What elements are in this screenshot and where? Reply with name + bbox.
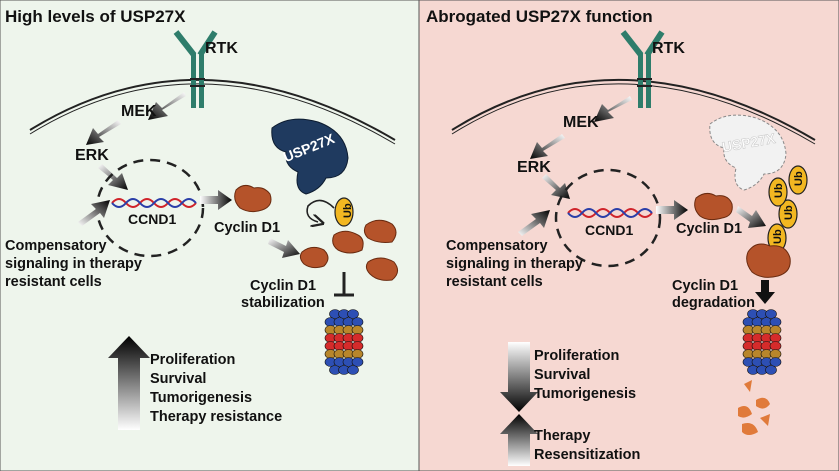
left-arrow-dna-cyclin bbox=[200, 190, 232, 210]
right-arrow-mek-erk bbox=[530, 134, 565, 159]
right-ub-3 bbox=[768, 177, 788, 207]
right-comp-line1: Compensatory bbox=[446, 238, 548, 254]
right-ub-label-4: Ub bbox=[793, 171, 805, 186]
right-comp-line2: signaling in therapy bbox=[446, 256, 583, 272]
right-ub-chain: Ub Ub Ub Ub bbox=[767, 165, 808, 253]
right-erk-label: ERK bbox=[517, 159, 551, 176]
right-arrow-erk-nucleus bbox=[542, 174, 570, 199]
right-arrow-dna-cyclin bbox=[656, 200, 688, 220]
right-deg-line1: Cyclin D1 bbox=[672, 278, 738, 294]
proteasome-subunit bbox=[765, 365, 777, 375]
right-ub-label-3: Ub bbox=[773, 183, 785, 198]
right-ub-label-2: Ub bbox=[783, 205, 795, 220]
left-cell-membrane bbox=[29, 78, 396, 141]
left-cyclin-stable-1 bbox=[332, 230, 364, 254]
proteasome-subunit bbox=[351, 341, 364, 351]
right-arrow-ubiquitination bbox=[736, 206, 766, 228]
proteasome-subunit bbox=[347, 365, 359, 375]
left-deubiquitination-arrow bbox=[306, 199, 335, 222]
left-outcome-4: Therapy resistance bbox=[150, 409, 282, 425]
right-arrow-compensatory bbox=[518, 210, 550, 236]
left-outcome-1: Proliferation bbox=[150, 352, 235, 368]
left-cyclin-label: Cyclin D1 bbox=[214, 220, 280, 236]
right-comp-line3: resistant cells bbox=[446, 274, 543, 290]
right-cell-membrane bbox=[451, 78, 816, 141]
left-stab-line2: stabilization bbox=[241, 295, 325, 311]
right-ccnd1-label: CCND1 bbox=[585, 222, 633, 238]
proteasome-subunit bbox=[351, 357, 364, 367]
right-arrow-degradation bbox=[755, 280, 775, 304]
proteasome-subunit bbox=[769, 357, 782, 367]
right-cyclin-ubiquitinated bbox=[746, 243, 791, 278]
left-increase-arrow bbox=[108, 336, 150, 430]
right-ccnd1-dna bbox=[567, 208, 653, 218]
left-outcome-3: Tumorigenesis bbox=[150, 390, 252, 406]
left-comp-line1: Compensatory bbox=[5, 238, 107, 254]
left-ub-label: Ub bbox=[342, 203, 354, 218]
right-outcome-up-2: Resensitization bbox=[534, 447, 640, 463]
left-mek-label: MEK bbox=[121, 103, 157, 120]
right-outcome-down-2: Survival bbox=[534, 367, 590, 383]
right-title: Abrogated USP27X function bbox=[426, 7, 653, 26]
left-arrow-erk-nucleus bbox=[98, 164, 128, 190]
left-rtk-receptor bbox=[173, 30, 218, 108]
right-increase-arrow bbox=[500, 414, 538, 466]
left-erk-label: ERK bbox=[75, 147, 109, 164]
right-decrease-arrow bbox=[500, 342, 538, 412]
left-cyclin-stable-4 bbox=[365, 257, 398, 281]
left-stab-line1: Cyclin D1 bbox=[250, 278, 316, 294]
right-outcome-up-1: Therapy bbox=[534, 428, 590, 444]
right-cyclin-d1 bbox=[694, 192, 733, 221]
left-cyclin-stable-2 bbox=[363, 219, 397, 243]
right-deg-line2: degradation bbox=[672, 295, 755, 311]
right-cyclin-label: Cyclin D1 bbox=[676, 221, 742, 237]
left-ub-tag bbox=[334, 197, 354, 227]
proteasome-subunit bbox=[769, 333, 782, 343]
right-ub-label-1: Ub bbox=[772, 229, 784, 244]
left-title: High levels of USP27X bbox=[5, 7, 186, 26]
left-usp27x bbox=[271, 118, 349, 195]
left-comp-line2: signaling in therapy bbox=[5, 256, 142, 272]
left-arrow-rtk-mek bbox=[148, 92, 186, 120]
left-ccnd1-label: CCND1 bbox=[128, 211, 176, 227]
right-degraded-fragments bbox=[738, 380, 770, 435]
proteasome-subunit bbox=[351, 317, 364, 327]
left-arrow-mek-erk bbox=[86, 120, 121, 145]
right-rtk-receptor bbox=[620, 30, 665, 108]
right-usp27x-inactive bbox=[709, 114, 787, 191]
left-proteasome bbox=[324, 309, 364, 375]
left-arrow-compensatory bbox=[78, 200, 110, 226]
right-nucleus bbox=[554, 168, 662, 268]
proteasome-subunit bbox=[351, 325, 364, 335]
proteasome-subunit bbox=[769, 317, 782, 327]
left-outcome-2: Survival bbox=[150, 371, 206, 387]
left-inhibition-symbol bbox=[334, 272, 354, 297]
proteasome-subunit bbox=[769, 325, 782, 335]
right-outcome-down-3: Tumorigenesis bbox=[534, 386, 636, 402]
left-arrow-stabilization bbox=[268, 238, 300, 258]
proteasome-subunit bbox=[769, 349, 782, 359]
right-ub-2 bbox=[778, 199, 798, 229]
right-outcome-down-1: Proliferation bbox=[534, 348, 619, 364]
left-ccnd1-dna bbox=[111, 198, 197, 208]
proteasome-subunit bbox=[765, 309, 777, 319]
left-cyclin-d1 bbox=[234, 184, 272, 213]
left-comp-line3: resistant cells bbox=[5, 274, 102, 290]
proteasome-subunit bbox=[347, 309, 359, 319]
proteasome-subunit bbox=[769, 341, 782, 351]
proteasome-subunit bbox=[351, 333, 364, 343]
right-mek-label: MEK bbox=[563, 114, 599, 131]
right-rtk-label: RTK bbox=[652, 40, 685, 57]
right-arrow-rtk-mek bbox=[594, 96, 632, 122]
proteasome-subunit bbox=[351, 349, 364, 359]
left-rtk-label: RTK bbox=[205, 40, 238, 57]
left-cyclin-stable-3 bbox=[299, 246, 329, 269]
right-ub-4 bbox=[788, 165, 808, 195]
right-proteasome bbox=[742, 309, 782, 375]
